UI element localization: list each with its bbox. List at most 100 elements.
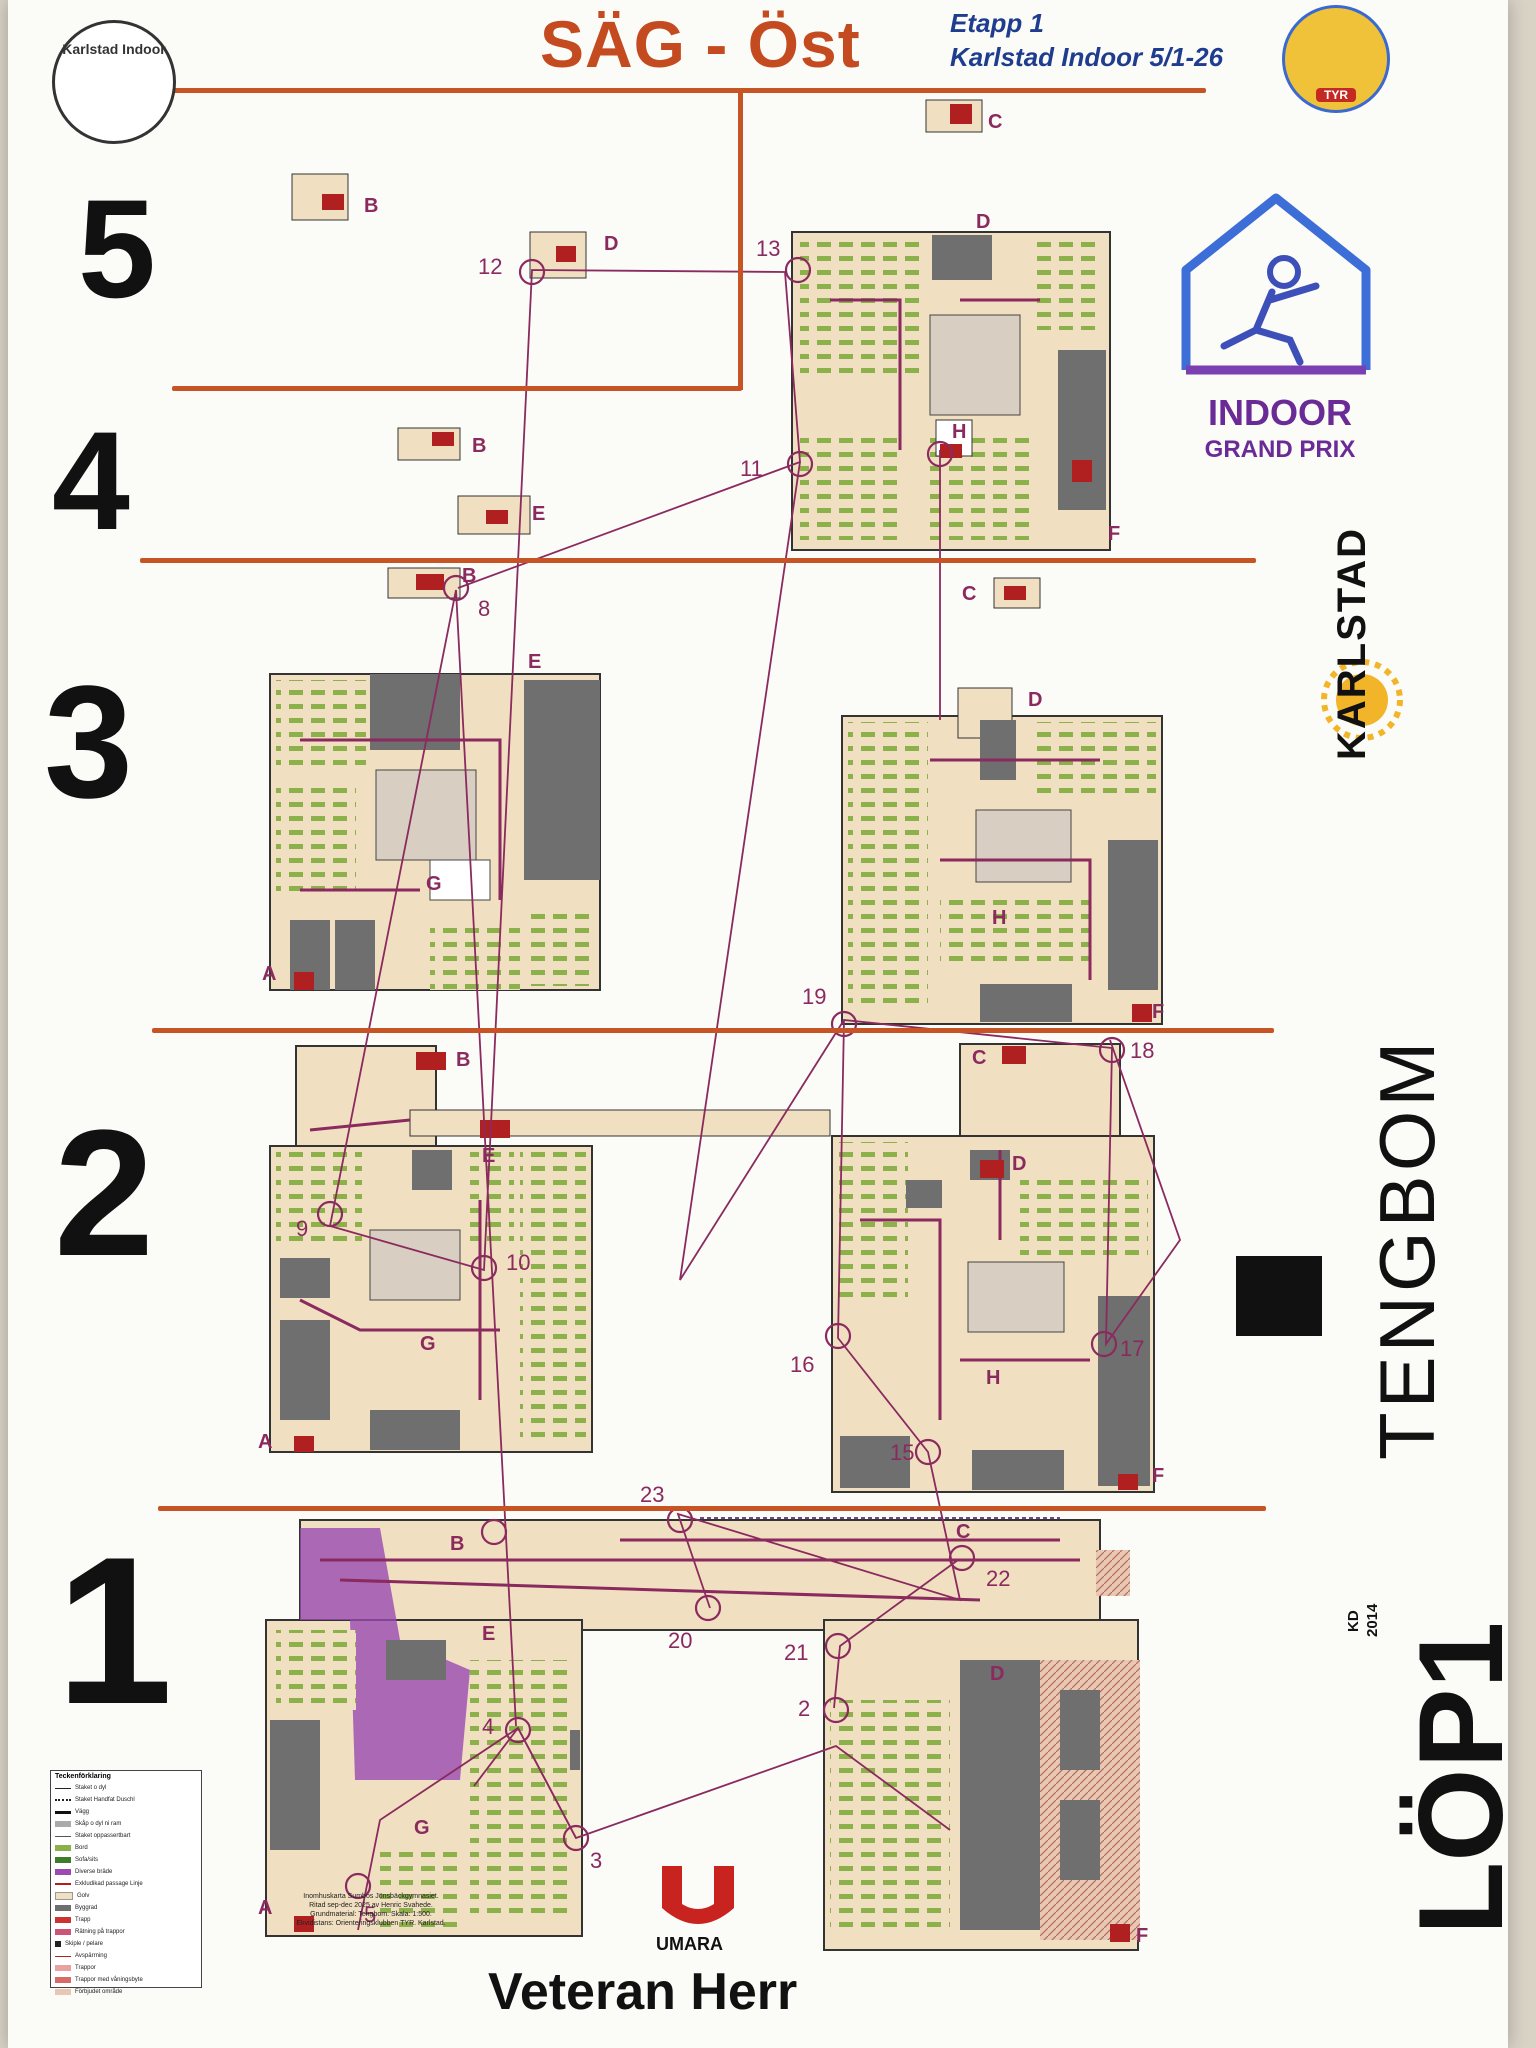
svg-text:D: D [976, 211, 990, 233]
karlstad-logo-text: KARLSTAD [1330, 526, 1374, 760]
svg-text:D: D [990, 1663, 1004, 1685]
svg-text:16: 16 [790, 1352, 814, 1377]
stair-boxes [291, 99, 1152, 1942]
svg-text:9: 9 [296, 1216, 308, 1241]
svg-text:B: B [462, 565, 476, 587]
legend-item-label: Trapp [75, 1917, 91, 1923]
stage-info: Etapp 1 Karlstad Indoor 5/1-26 [950, 6, 1223, 74]
legend-item: Staket Handfat Duschl [51, 1794, 201, 1806]
course-lines [328, 269, 1182, 1931]
floor-3-plan-east [841, 687, 1163, 1025]
legend-item: Golv [51, 1890, 201, 1902]
legend-item: Staket o dyl [51, 1782, 201, 1794]
tyr-logo-text: TYR [1316, 88, 1356, 102]
svg-text:G: G [426, 873, 442, 895]
svg-text:17: 17 [1120, 1336, 1144, 1361]
legend-item: Rätning på trappor [51, 1926, 201, 1938]
svg-text:11: 11 [740, 456, 763, 481]
legend-item: Exkludikad passage Linje [51, 1878, 201, 1890]
control-numbers: 2 3 4 5 8 9 10 11 12 13 15 16 17 18 19 2… [296, 236, 1154, 1927]
course-class-name: Veteran Herr [488, 1963, 798, 2021]
floor-number-5: 5 [78, 170, 156, 327]
svg-text:E: E [482, 1145, 495, 1167]
legend-item: Trapp [51, 1914, 201, 1926]
floor-divider [158, 1506, 1266, 1511]
svg-text:F: F [1136, 1925, 1148, 1947]
svg-text:E: E [532, 503, 545, 525]
svg-text:A: A [258, 1897, 272, 1919]
svg-text:2: 2 [798, 1696, 810, 1721]
legend-item-label: Vägg [75, 1809, 90, 1815]
map-legend: Teckenförklaring Staket o dyl Staket Han… [50, 1770, 202, 1995]
event-label: Karlstad Indoor 5/1-26 [950, 42, 1224, 72]
floor-number-2: 2 [54, 1093, 155, 1294]
lop1-logo-text: LÖP1 [1394, 1621, 1528, 1935]
svg-text:20: 20 [668, 1628, 692, 1653]
svg-text:D: D [1012, 1153, 1026, 1175]
svg-text:A: A [262, 963, 276, 985]
map-title: SÄG - Öst [540, 7, 861, 81]
legend-item-label: Diverse bräde [75, 1869, 113, 1875]
svg-text:E: E [482, 1623, 495, 1645]
umara-logo-mark [662, 1866, 734, 1924]
floor-2-plan-east [831, 1043, 1155, 1493]
svg-text:F: F [1152, 1001, 1164, 1023]
legend-item: Sofa/sits [51, 1854, 201, 1866]
svg-text:H: H [992, 907, 1006, 929]
svg-text:3: 3 [590, 1848, 602, 1873]
indoor-grand-prix-logo [1181, 193, 1371, 375]
floor-divider-vertical [738, 92, 743, 390]
svg-text:B: B [456, 1049, 470, 1071]
legend-item: Vägg [51, 1806, 201, 1818]
floor-number-1: 1 [56, 1513, 173, 1748]
legend-item: Diverse bräde [51, 1866, 201, 1878]
floor-divider [152, 1028, 1274, 1033]
floor-divider [140, 558, 1256, 563]
legend-item-label: Trappor med våningsbyte [75, 1977, 143, 1983]
legend-item-label: Staket Handfat Duschl [75, 1797, 135, 1803]
svg-text:5: 5 [364, 1902, 376, 1927]
svg-text:H: H [952, 421, 966, 443]
legend-item: Byggrad [51, 1902, 201, 1914]
legend-item-label: Sofa/sits [75, 1857, 99, 1863]
floor-number-3: 3 [44, 652, 133, 831]
legend-item: Trappor [51, 1962, 201, 1974]
legend-item-label: Skåp o dyl ni ram [75, 1821, 122, 1827]
svg-text:G: G [414, 1817, 430, 1839]
floor-3-plan-west [269, 673, 601, 991]
svg-text:C: C [988, 111, 1002, 133]
svg-text:F: F [1152, 1465, 1164, 1487]
legend-item: Bord [51, 1842, 201, 1854]
karlstad-sun-logo [1321, 659, 1403, 741]
floor-divider [172, 386, 742, 391]
svg-text:23: 23 [640, 1482, 664, 1507]
svg-text:D: D [1028, 689, 1042, 711]
karlstad-indoor-logo: Karlstad Indoor [52, 20, 176, 144]
svg-text:D: D [604, 233, 618, 255]
svg-text:B: B [472, 435, 486, 457]
legend-item-label: Skiple / pelare [65, 1941, 104, 1947]
legend-item: Förbjudet område [51, 1986, 201, 1998]
tengbom-logo-mark [1236, 1256, 1322, 1336]
control-circles [316, 256, 1126, 1900]
legend-item-label: Rätning på trappor [75, 1929, 125, 1935]
svg-text:C: C [972, 1047, 986, 1069]
orienteering-map-sheet [8, 0, 1508, 2048]
legend-item-label: Staket o dyl [75, 1785, 107, 1791]
svg-text:4: 4 [482, 1714, 494, 1739]
karlstad-indoor-logo-text: Karlstad Indoor [62, 41, 166, 57]
legend-item-label: Förbjudet område [75, 1989, 123, 1995]
floor-number-4: 4 [52, 402, 130, 559]
legend-item-label: Trappor [75, 1965, 96, 1971]
svg-text:C: C [956, 1521, 970, 1543]
map-credits: Inomhuskarta Sumbos Jönsbäckgymnasiet. R… [296, 1893, 446, 1927]
tengbom-logo-text: TENGBOM [1363, 1037, 1451, 1460]
stage-label: Etapp 1 [950, 8, 1044, 38]
svg-text:F: F [1108, 523, 1120, 545]
svg-text:19: 19 [802, 984, 826, 1009]
legend-item-label: Byggrad [75, 1905, 98, 1911]
legend-item-label: Exkludikad passage Linje [75, 1881, 143, 1887]
legend-item: Skåp o dyl ni ram [51, 1818, 201, 1830]
